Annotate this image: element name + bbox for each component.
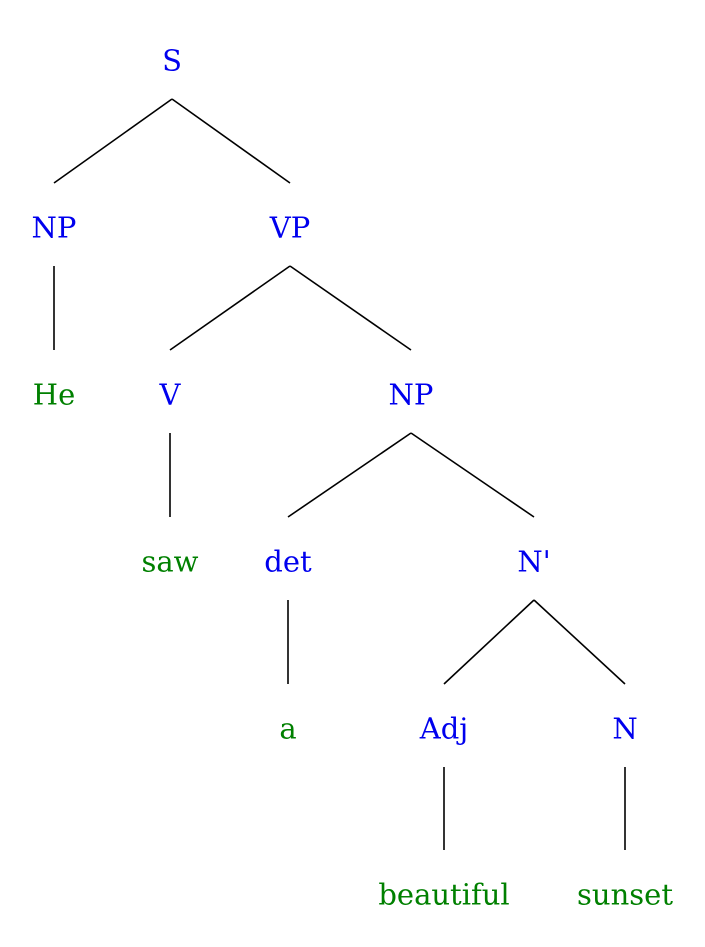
node-np-subject: NP xyxy=(31,210,77,245)
edge-s-np1 xyxy=(53,98,173,184)
word-saw: saw xyxy=(141,544,199,579)
word-sunset: sunset xyxy=(577,877,673,912)
edge-vp-v xyxy=(169,265,291,351)
node-n: N xyxy=(612,711,638,746)
edge-vp-np2 xyxy=(289,265,412,351)
edge-np2-nbar xyxy=(410,432,535,518)
node-adj: Adj xyxy=(419,711,469,746)
word-beautiful: beautiful xyxy=(378,877,510,912)
edge-s-vp xyxy=(171,98,291,184)
word-a: a xyxy=(279,711,297,746)
edge-np2-det xyxy=(287,432,412,518)
node-det: det xyxy=(264,544,312,579)
node-n-bar: N' xyxy=(517,544,551,579)
node-v: V xyxy=(159,377,181,412)
word-he: He xyxy=(32,377,76,412)
edge-nbar-adj xyxy=(443,599,535,685)
node-s: S xyxy=(162,43,182,78)
node-vp: VP xyxy=(269,210,311,245)
edge-nbar-n xyxy=(533,599,626,685)
node-np-object: NP xyxy=(388,377,434,412)
